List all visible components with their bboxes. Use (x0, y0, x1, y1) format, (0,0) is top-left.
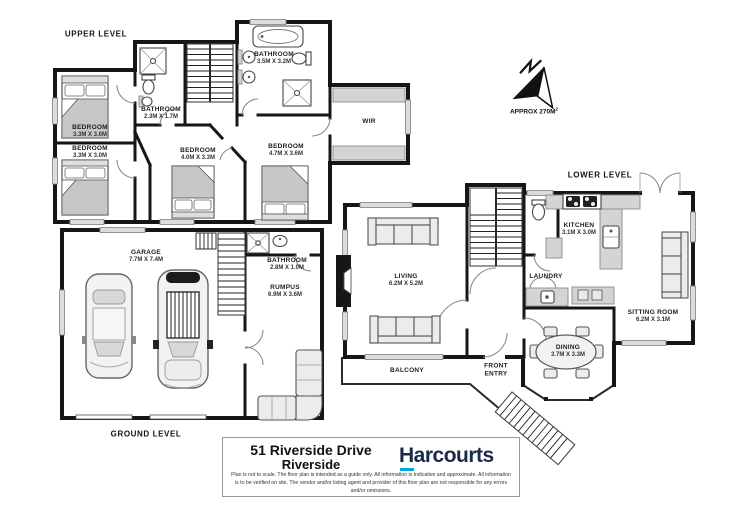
address-box: 51 Riverside Drive Riverside Harcourts P… (222, 437, 520, 497)
fireplace-icon (336, 255, 352, 307)
upper-level-plan (52, 19, 411, 225)
lower-level-plan (336, 172, 696, 466)
sofa-icon (369, 315, 441, 344)
laundry-bench (525, 286, 615, 307)
north-arrow-icon (512, 57, 554, 110)
upper-level-title: UPPER LEVEL (64, 29, 128, 39)
shower-icon (282, 79, 312, 107)
label-wir: WIR (362, 117, 376, 125)
car-icon (153, 269, 213, 389)
shower-icon (246, 232, 270, 254)
car-icon (82, 273, 136, 379)
toilet-icon (141, 74, 156, 95)
kitchen-bench (545, 193, 641, 270)
toilet-icon (531, 199, 546, 221)
harcourts-logo: Harcourts (399, 444, 494, 467)
bed-icon (261, 165, 309, 221)
lower-level-title: LOWER LEVEL (567, 170, 633, 180)
property-address: 51 Riverside Drive Riverside (223, 442, 399, 472)
external-staircase (494, 391, 576, 466)
label-balcony: BALCONY (390, 366, 424, 374)
address-line-2: Riverside (281, 457, 341, 473)
ground-staircase (195, 232, 246, 316)
double-sink-icon (237, 49, 256, 85)
corner-sofa-icon (257, 349, 323, 421)
address-line-1: 51 Riverside Drive (250, 442, 372, 458)
bed-icon (61, 75, 109, 139)
sink-icon (138, 95, 153, 108)
wir-shelves (332, 87, 406, 161)
harcourts-logo-underline (400, 468, 414, 471)
label-laundry: LAUNDRY (529, 272, 563, 280)
approx-area-label: APPROX 270M2 (509, 106, 559, 116)
ground-level-plan (59, 227, 324, 421)
sink-icon (272, 234, 288, 248)
bed-icon (171, 165, 215, 219)
toilet-icon (291, 51, 312, 66)
dining-table-icon (529, 326, 604, 379)
bed-icon (61, 159, 109, 216)
sink-icon (602, 225, 620, 249)
shower-icon (139, 47, 167, 75)
upper-staircase (186, 43, 234, 103)
balcony-rail (341, 357, 521, 427)
lower-staircase (469, 187, 523, 267)
disclaimer-text: Plan is not to scale. The floor plan is … (231, 472, 511, 495)
ground-level-title: GROUND LEVEL (110, 429, 182, 439)
bathtub-icon (252, 25, 304, 48)
stove-icon (562, 193, 602, 210)
sofa-icon (661, 231, 689, 299)
sofa-icon (367, 217, 439, 246)
